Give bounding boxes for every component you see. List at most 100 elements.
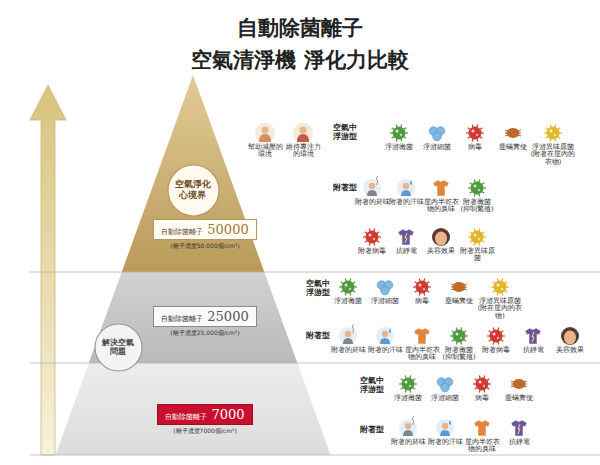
icon-dot [423,288,425,290]
icon-dot [497,284,500,287]
category-label: 附著型 [333,184,357,193]
icon-drop [449,420,451,425]
p1-icon [255,123,275,143]
icon-head [405,423,411,429]
icon-caption: 附著病毒 [478,347,514,354]
icon-ground [397,179,415,197]
level-heading: 空氣淨化 心境界 [175,179,212,200]
icon-shirt [398,229,414,245]
icon-caption: 浮游異味原菌 (附在屋內的衣物) [477,298,523,320]
icon-dot [369,234,372,237]
icon-dot [460,337,462,339]
icon-caption: 浮游細菌 [367,298,403,305]
icon-shirt [414,328,430,344]
icon-torso [343,338,353,344]
icon-caption: 屋內半乾衣物的臭味 [404,347,440,362]
icon-body [547,127,560,140]
odor-icon [468,228,486,245]
rising-arrow [30,85,66,455]
icon-dot [373,238,375,240]
icon-dot [349,288,351,290]
virus-icon [466,124,484,141]
icon-head [403,183,409,189]
face-icon [432,228,450,246]
level-circle: 空氣淨化 心境界 [167,164,220,217]
icon-spark [532,332,534,342]
icon-caption: 病毒 [464,395,500,402]
smoke-icon [399,416,417,437]
page-title: 自動除菌離子 空氣清淨機 淨化力比較 [188,12,412,76]
pyramid-middle [89,272,298,363]
icon-caption: 附著的汗味 [388,199,424,206]
virus-icon [473,375,491,392]
icon-shirt [433,180,449,196]
sweat-icon [397,179,415,197]
icon-cell [441,383,450,392]
icon-caption: 浮游黴菌 [330,298,366,305]
icon-body [471,231,484,244]
icon-dot [483,385,485,387]
ion-density-note: (離子濃度7000個/cm³) [173,427,237,436]
icon-dot [476,134,478,136]
pyramid-top [122,75,265,272]
icon-caption: 病毒 [457,144,493,151]
sweat-icon [376,327,394,345]
icon-dot [479,381,482,384]
category-label: 附著型 [360,426,384,435]
shirt-icon [433,180,449,196]
icon-hair [432,228,450,246]
icon-caption: 抗靜電 [388,248,424,255]
icon-caption: 附著黴菌(抑制繁殖) [441,347,477,362]
level-frame: 自動除菌離子7000 [157,404,252,425]
pyramid-bottom [56,363,331,455]
icon-dot [550,130,553,133]
smoke-icon [363,176,381,197]
level-box: 自動除菌離子25000 (離子濃度25,000個/cm³) [153,306,256,338]
icon-dot [345,284,348,287]
virus-icon [363,228,381,245]
level-frame: 自動除菌離子50000 [153,219,256,240]
icon-head [262,127,269,134]
icon-wisp [412,416,414,425]
category-label: 空氣中浮游型 [360,377,384,394]
p2-icon [293,123,313,143]
face-icon [561,327,579,345]
icon-caption: 附著病毒 [354,248,390,255]
mold-icon [468,179,486,196]
mite-icon [505,128,521,138]
icon-cell [381,286,390,295]
ion-count: 50000 [207,222,248,237]
icon-caption: 美容效果 [423,248,459,255]
icon-body [513,379,526,389]
static-icon [525,328,541,344]
icon-dot [478,189,480,191]
icon-caption: 附著的汗味 [427,439,463,446]
mite-icon [451,282,467,292]
virus-icon [413,278,431,295]
divider-line [30,272,600,273]
category-label: 空氣中浮游型 [333,124,357,141]
ion-density-note: (離子濃度25,000個/cm³) [170,329,239,338]
icon-shirt [525,328,541,344]
ion-count: 25000 [207,309,248,324]
level-frame: 自動除菌離子25000 [153,306,256,327]
icon-caption: 抗靜電 [515,347,551,354]
icon-wisp [376,176,378,185]
smoke-icon [339,324,357,345]
icon-dot [497,337,499,339]
icon-caption: 病毒 [404,298,440,305]
icon-caption: 浮游黴菌 [390,395,426,402]
icon-caption: 塵蟎糞便 [501,395,537,402]
icon-ground [436,419,454,437]
icon-dot [478,238,480,240]
ion-count: 7000 [211,407,244,422]
mite-icon [511,379,527,389]
icon-dot [493,333,496,336]
sweat-icon [436,419,454,437]
odor-icon [491,278,509,295]
level-heading: 解決空氣 問題 [102,338,134,357]
icon-body [393,127,406,140]
icon-head [369,183,375,189]
bact-icon [377,281,393,295]
